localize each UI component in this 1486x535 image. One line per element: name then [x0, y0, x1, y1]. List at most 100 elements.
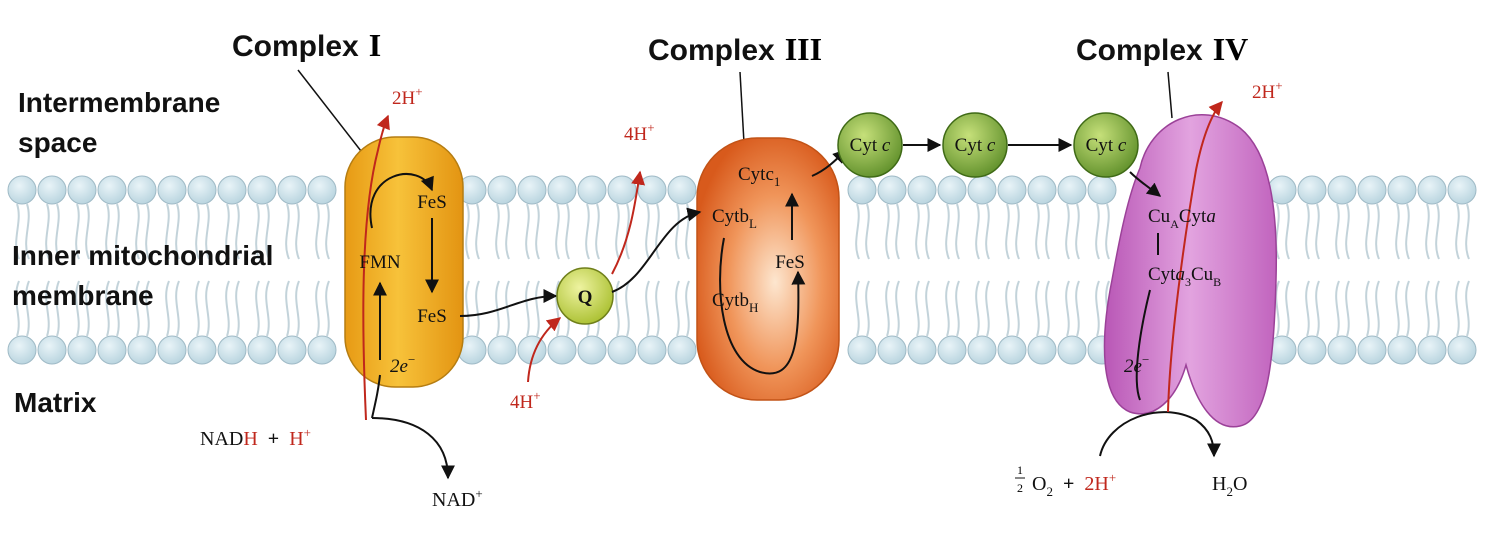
nadh-equation: NADH+H+: [200, 425, 311, 450]
lipid-head: [1417, 335, 1447, 365]
cua-cyta-label: CuACyta: [1148, 206, 1216, 231]
lipid-head: [1417, 175, 1447, 205]
quinone-label: Q: [578, 287, 593, 308]
lipid-head: [247, 175, 277, 205]
membrane-label-line1: Inner mitochondrial: [12, 240, 273, 271]
lipid-head: [277, 175, 307, 205]
lipid-head: [967, 175, 997, 205]
lipid-head: [547, 335, 577, 365]
lipid-head: [67, 335, 97, 365]
cyt-bh-label: CytbH: [712, 290, 758, 315]
fes-bottom-label: FeS: [417, 306, 447, 327]
lipid-head: [97, 175, 127, 205]
lipid-head: [1387, 335, 1417, 365]
svg-text:2: 2: [1017, 481, 1023, 495]
complex-3-fes-label: FeS: [775, 252, 805, 273]
complex-4-proton-arrow: [1167, 100, 1223, 413]
lipid-head: [97, 335, 127, 365]
lipid-head: [127, 335, 157, 365]
lipid-head: [967, 335, 997, 365]
cytbl-cytbh-fes-cycle-arrow: [719, 237, 806, 375]
q-protons-in: 4H+: [510, 388, 541, 413]
complex-3-leader-line: [739, 71, 745, 144]
fes-to-q-arrow: [459, 289, 558, 317]
lipid-head: [847, 335, 877, 365]
q-to-cytbl-arrow: [611, 207, 702, 293]
lipid-head: [607, 335, 637, 365]
cyt-c1-label: Cytc1: [738, 164, 780, 189]
lipid-head: [7, 335, 37, 365]
lipid-head: [667, 175, 697, 205]
lipid-head: [127, 175, 157, 205]
nad-plus-arrow: [371, 417, 455, 480]
lipid-head: [847, 175, 877, 205]
lipid-head: [157, 335, 187, 365]
lipid-head: [577, 175, 607, 205]
cytc-to-cua-arrow: [1129, 171, 1162, 197]
complex-4-leader-line: [1167, 71, 1173, 119]
complex-4-electrons: 2e−: [1124, 352, 1149, 377]
lipid-head: [1447, 335, 1477, 365]
lipid-head: [937, 175, 967, 205]
oxygen-equation: O2+2H+: [1032, 470, 1116, 499]
lipid-head: [37, 175, 67, 205]
fmn-to-fes-arrow: [369, 173, 434, 229]
lipid-head: [1357, 175, 1387, 205]
cytc-label-3: Cyt c: [1086, 135, 1127, 156]
lipid-head: [1057, 175, 1087, 205]
lipid-head: [517, 175, 547, 205]
lipid-head: [1387, 175, 1417, 205]
lipid-head: [1087, 175, 1117, 205]
lipid-head: [307, 175, 337, 205]
lipid-head: [277, 335, 307, 365]
lipid-head: [937, 335, 967, 365]
nad-plus-label: NAD+: [432, 486, 483, 511]
complex-1-electrons: 2e−: [390, 352, 415, 377]
membrane-label-line2: membrane: [12, 280, 154, 311]
cytc-label-2: Cyt c: [955, 135, 996, 156]
lipid-head: [1447, 175, 1477, 205]
complex-1-shape: [344, 136, 464, 388]
lipid-head: [637, 175, 667, 205]
lipid-head: [307, 335, 337, 365]
lipid-head: [1057, 335, 1087, 365]
complex-4-electron-line: [1135, 289, 1151, 401]
lipid-bilayer: [7, 175, 1477, 365]
lipid-head: [907, 175, 937, 205]
cytc-sphere-2: [942, 112, 1008, 178]
lipid-head: [187, 335, 217, 365]
cytc-label-1: Cyt c: [850, 135, 891, 156]
cyta3-cub-label: Cyta3CuB: [1148, 264, 1221, 289]
lipid-head: [547, 175, 577, 205]
complex-1-leader-line: [297, 69, 369, 161]
lipid-head: [997, 175, 1027, 205]
q-protons-out: 4H+: [624, 120, 655, 145]
complex-4-protons-out: 2H+: [1252, 78, 1283, 103]
lipid-head: [487, 335, 517, 365]
lipid-head: [1327, 175, 1357, 205]
half-fraction: 1 2: [1015, 463, 1025, 495]
lipid-head: [577, 335, 607, 365]
lipid-head: [7, 175, 37, 205]
lipid-head: [667, 335, 697, 365]
lipid-head: [1297, 175, 1327, 205]
lipid-head: [37, 335, 67, 365]
complex-1-proton-arrow: [362, 114, 390, 421]
intermembrane-label-line1: Intermembrane: [18, 87, 220, 118]
oxygen-to-water-arrow: [1099, 411, 1221, 458]
complex-1-protons-out: 2H+: [392, 84, 423, 109]
q-proton-in-arrow: [527, 317, 562, 383]
fmn-label: FMN: [359, 252, 400, 273]
lipid-head: [217, 335, 247, 365]
lipid-head: [607, 175, 637, 205]
lipid-head: [1327, 335, 1357, 365]
lipid-head: [1027, 335, 1057, 365]
lipid-head: [1357, 335, 1387, 365]
cytc-sphere-1: [837, 112, 903, 178]
lipid-head: [637, 335, 667, 365]
q-proton-out-arrow: [611, 170, 646, 275]
nadh-electron-line: [371, 374, 381, 419]
